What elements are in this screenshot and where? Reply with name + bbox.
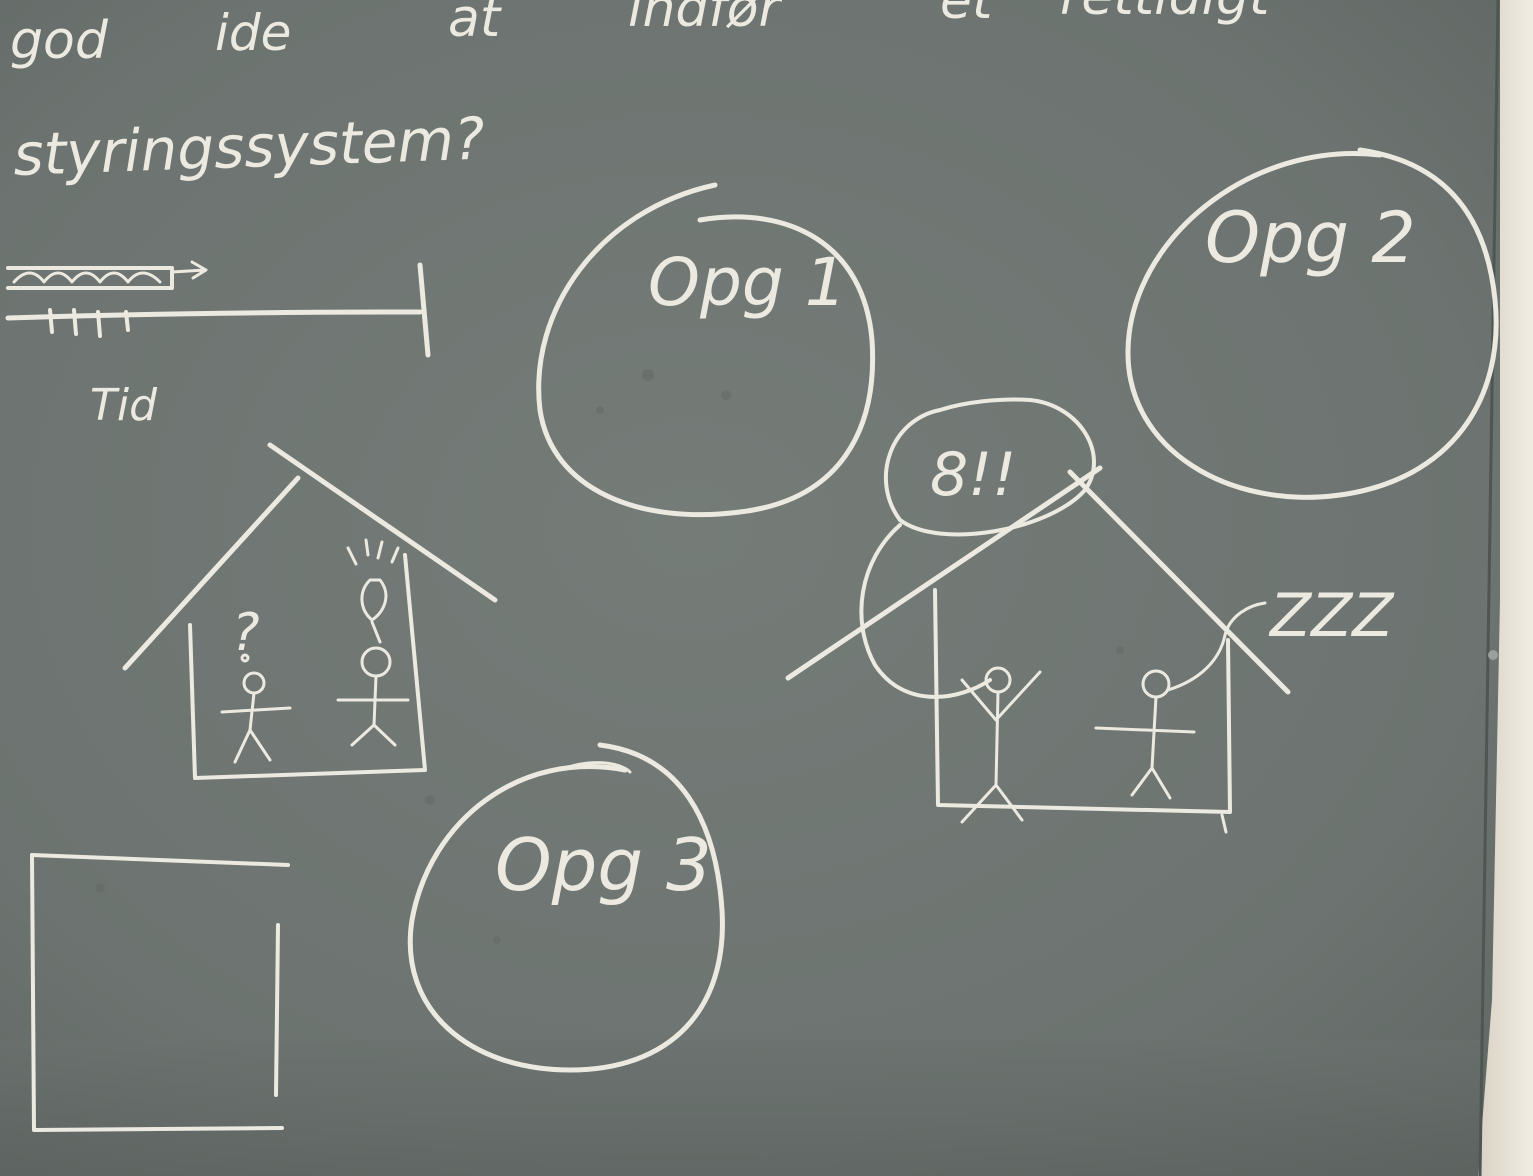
timeline-label: Tid xyxy=(90,380,158,431)
question-word-3: at xyxy=(448,0,502,49)
sleeping-stick-figure: ZZZ xyxy=(1094,581,1395,800)
task-1-label: Opg 1 xyxy=(648,244,847,321)
wall-frame xyxy=(1478,0,1533,1176)
task-3-label: Opg 3 xyxy=(495,823,712,907)
empty-box xyxy=(30,853,290,1132)
timeline: Tid xyxy=(5,260,431,431)
thought-bubble-text: 8!! xyxy=(930,440,1016,510)
sleep-zzz: ZZZ xyxy=(1268,581,1395,651)
confused-stick-figure: ? xyxy=(220,603,292,764)
cheering-stick-figure xyxy=(960,666,1042,824)
task-bubble-1: Opg 1 xyxy=(536,182,876,518)
question-word-1: god xyxy=(10,11,109,71)
left-house: ? xyxy=(122,442,498,780)
idea-stick-figure xyxy=(336,538,410,747)
board-edge xyxy=(1478,0,1500,1176)
board-bottom-shade xyxy=(0,1040,1480,1176)
task-2-label: Opg 2 xyxy=(1205,197,1416,279)
question-line-2: styringssystem? xyxy=(12,105,486,189)
right-house: 8!! ZZZ xyxy=(785,397,1395,834)
task-bubble-2: Opg 2 xyxy=(1125,147,1499,500)
thought-bubble: 8!! xyxy=(859,397,1096,699)
question-word-5: et xyxy=(940,0,994,31)
frame-screw xyxy=(1488,650,1498,660)
chalk-smudges xyxy=(95,369,1124,944)
question-mark: ? xyxy=(232,603,260,663)
question-word-4: indfør xyxy=(628,0,784,39)
question-word-2: ide xyxy=(215,4,291,62)
question-text: god ide at indfør et rettidigt styringss… xyxy=(10,0,1271,189)
task-bubble-3: Opg 3 xyxy=(407,742,725,1073)
question-word-6: rettidigt xyxy=(1060,0,1271,27)
